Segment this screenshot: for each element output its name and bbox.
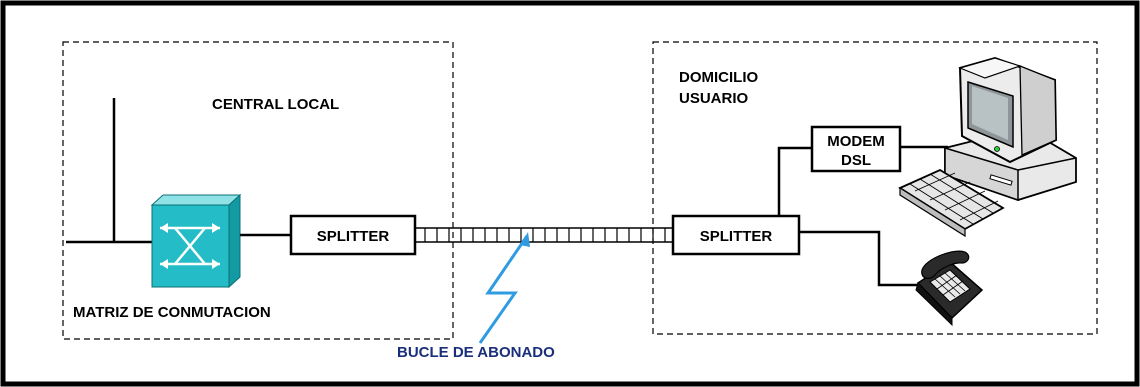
subscriber-loop-cable [415,227,673,243]
modem-label-line1: MODEM [827,133,885,150]
telephone-icon [915,250,984,327]
modem-dsl-box [810,125,902,173]
modem-label-line2: DSL [841,152,871,169]
splitter-central-box [289,214,417,256]
splitter-to-modem-line [777,146,812,216]
subscriber-loop-label: BUCLE DE ABONADO [397,344,555,361]
switching-matrix-icon [150,193,242,289]
domicilio-region [652,41,1098,335]
domicilio-title-line1: DOMICILIO [679,69,758,86]
splitter-home-label: SPLITTER [700,228,773,245]
splitter-to-phone-line [799,230,923,287]
splitter-central-label: SPLITTER [317,228,390,245]
central-local-region [62,41,454,340]
central-local-title: CENTRAL LOCAL [212,96,339,113]
switch-matrix-label: MATRIZ DE CONMUTACION [73,304,271,321]
splitter-home-box [671,214,801,256]
desktop-computer-icon [898,56,1077,238]
lightning-icon [478,232,530,344]
domicilio-title-line2: USUARIO [679,90,749,107]
